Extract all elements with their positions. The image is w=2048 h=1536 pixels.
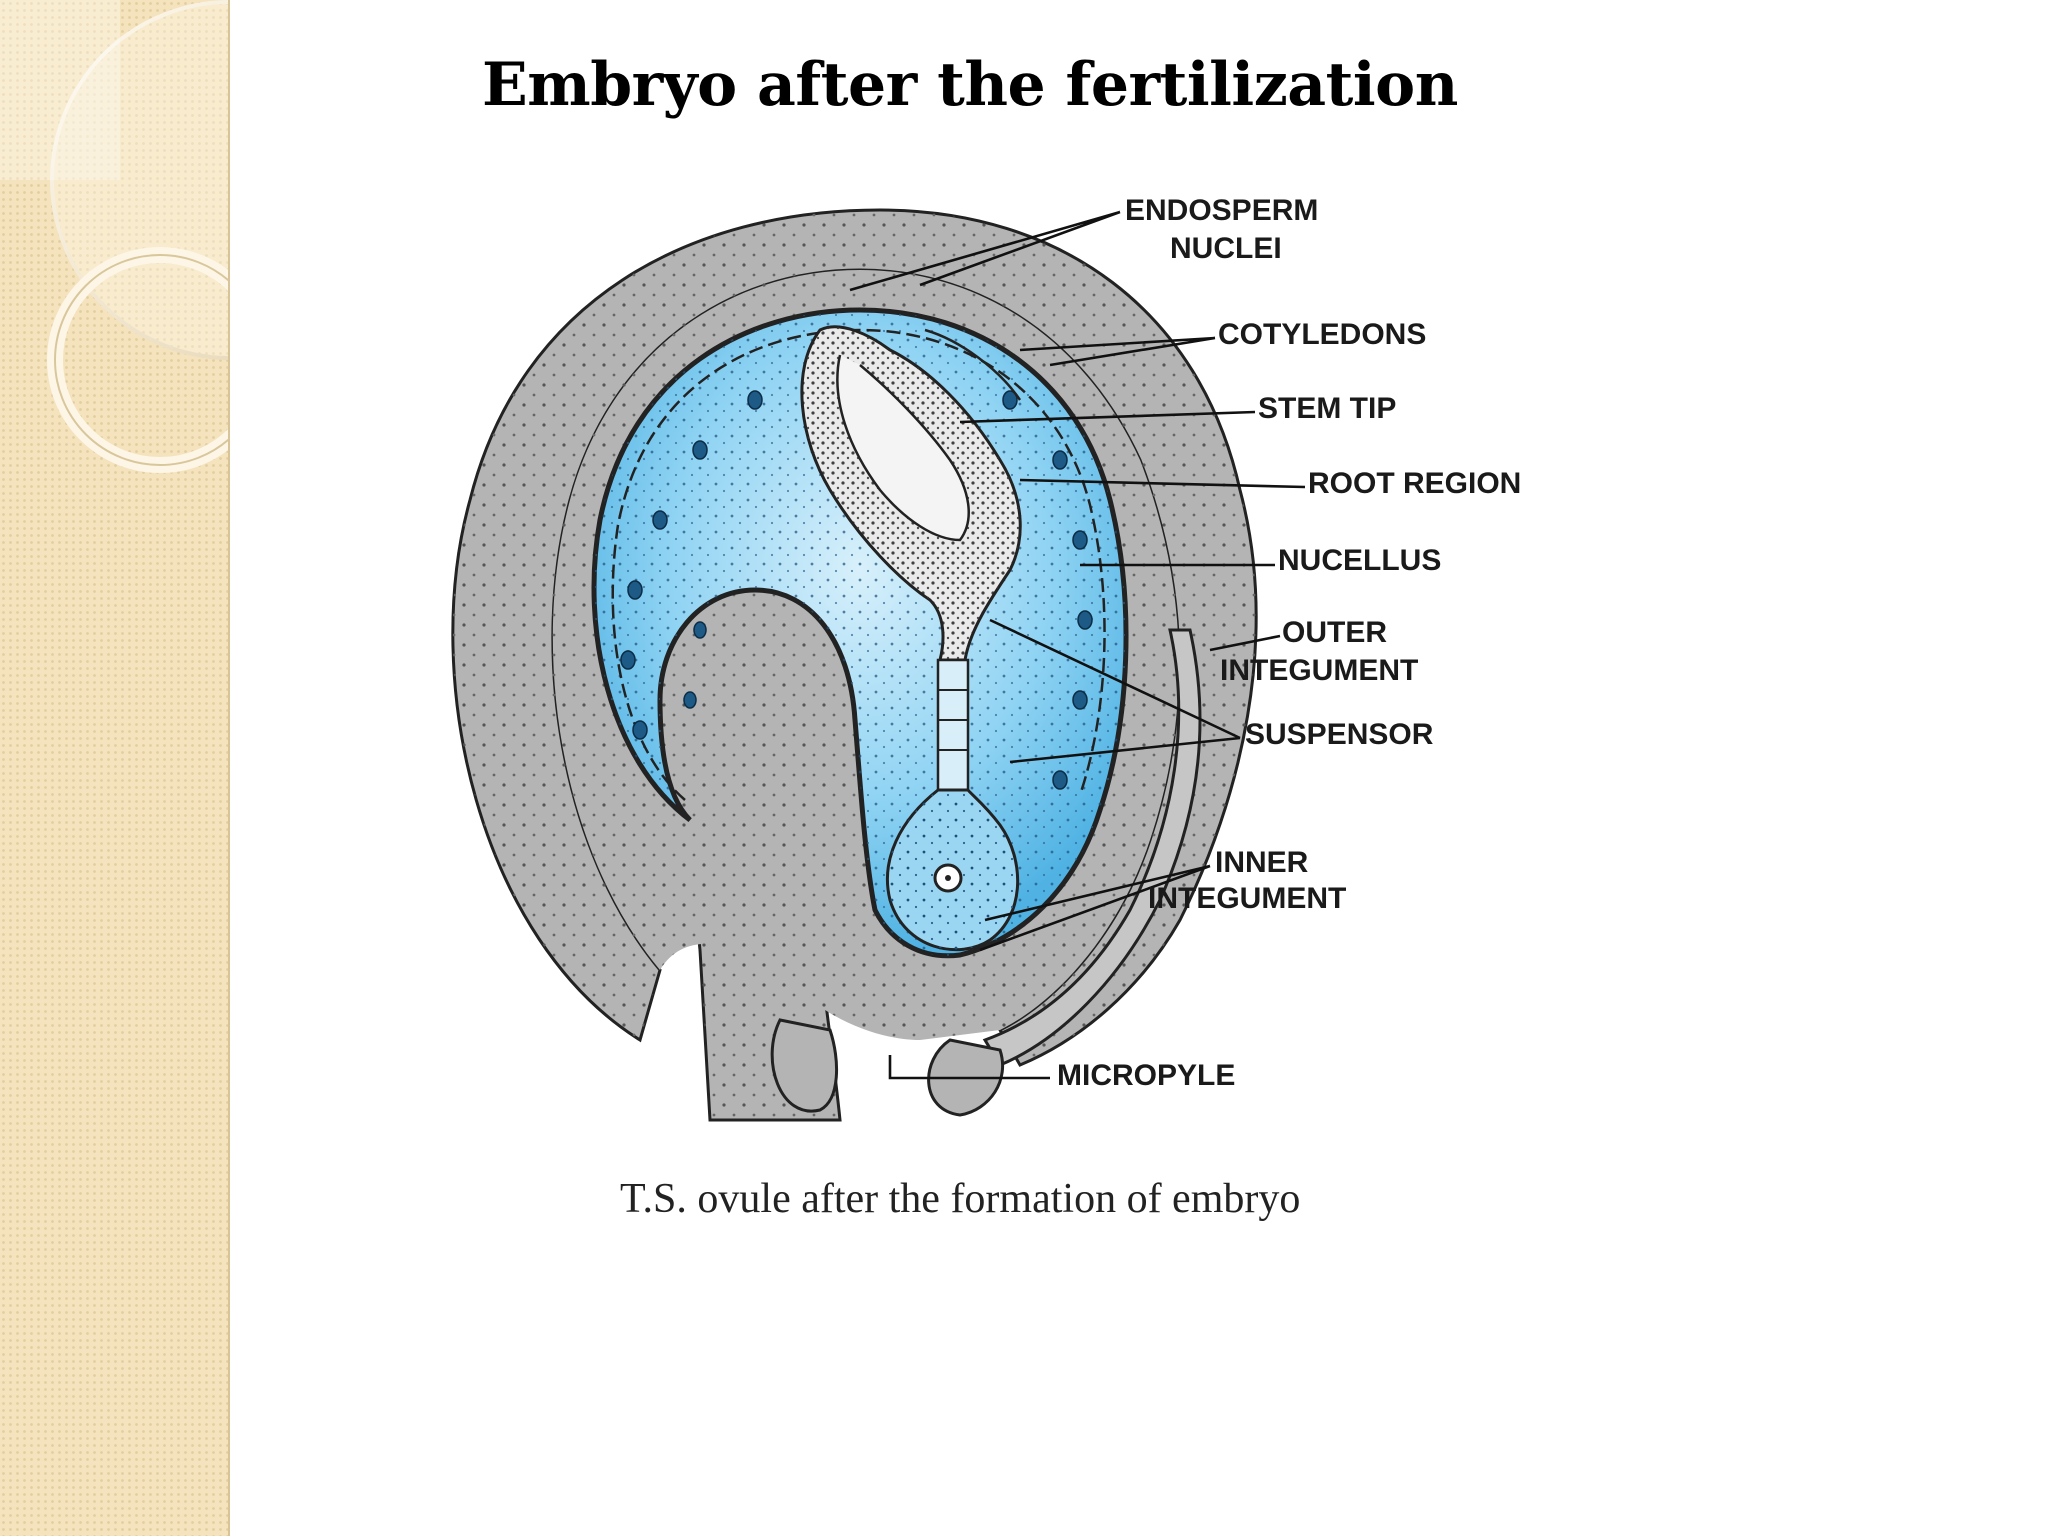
suspensor xyxy=(885,658,1020,952)
inner-integument-shape xyxy=(982,628,1202,1067)
label-cotyledons: COTYLEDONS xyxy=(1218,318,1426,351)
label-nuclei: NUCLEI xyxy=(1170,232,1282,265)
micropyle-lips xyxy=(770,1018,1005,1117)
label-endosperm: ENDOSPERM xyxy=(1125,194,1318,227)
label-inner: INNER xyxy=(1215,846,1309,879)
label-inner-integument: INTEGUMENT xyxy=(1148,882,1346,915)
label-micropyle: MICROPYLE xyxy=(1057,1059,1235,1092)
sidebar-rings xyxy=(0,0,228,473)
label-stem-tip: STEM TIP xyxy=(1258,392,1396,425)
figure-caption: T.S. ovule after the formation of embryo xyxy=(620,1176,1300,1222)
label-outer-integument: INTEGUMENT xyxy=(1220,654,1418,687)
leader-lines xyxy=(849,210,1306,1080)
label-suspensor: SUSPENSOR xyxy=(1245,718,1434,751)
ovule-diagram: ENDOSPERM NUCLEI COTYLEDONS STEM TIP ROO… xyxy=(451,194,1521,1222)
label-outer: OUTER xyxy=(1282,616,1387,649)
label-nucellus: NUCELLUS xyxy=(1278,544,1441,577)
label-root-region: ROOT REGION xyxy=(1308,467,1521,500)
slide-title: Embryo after the fertilization xyxy=(482,50,1458,120)
decorative-sidebar xyxy=(0,0,230,1536)
